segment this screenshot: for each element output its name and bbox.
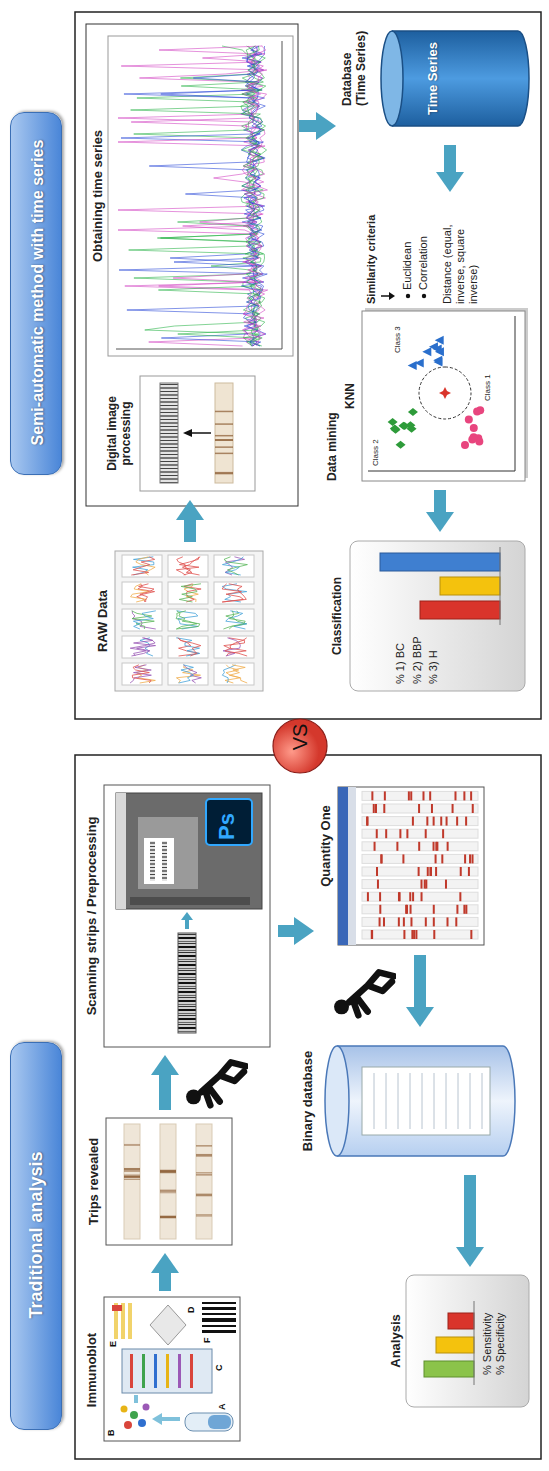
flow-arrow bbox=[299, 120, 316, 132]
class-label: Class 2 bbox=[372, 439, 381, 466]
process-panel: Obtaining time series bbox=[90, 31, 295, 361]
panel-heading: Obtaining time series bbox=[90, 31, 106, 361]
flow-arrow bbox=[444, 145, 456, 172]
panel-heading: Immunoblot bbox=[84, 1295, 100, 1445]
section-title-text: Traditional analysis bbox=[26, 1041, 48, 1429]
class-label: Class 1 bbox=[484, 374, 493, 401]
software-screenshot bbox=[338, 787, 484, 945]
time-series-plot bbox=[108, 36, 293, 356]
callout-letter: C bbox=[215, 1365, 225, 1372]
result-panel: Classification % 1) BC % 2) BBP % 3) H bbox=[330, 536, 530, 696]
section-title: Traditional analysis bbox=[10, 1042, 62, 1430]
immunoblot-illustration bbox=[104, 1297, 240, 1441]
panel-heading: Data mining bbox=[325, 331, 339, 481]
vs-circle: VS bbox=[272, 700, 328, 774]
method-label: KNN bbox=[343, 311, 357, 481]
software-logo: Ps bbox=[215, 813, 239, 840]
group-frame bbox=[86, 24, 298, 506]
criteria-item: Correlation bbox=[417, 196, 430, 290]
flow-arrow bbox=[159, 1075, 171, 1110]
criteria-item: Distance (equal, inverse, square inverse… bbox=[441, 198, 481, 304]
callout-letter: A bbox=[218, 1404, 228, 1411]
section-frame bbox=[75, 755, 541, 1459]
callout-letter: E bbox=[109, 1341, 119, 1347]
callout-letter: F bbox=[203, 1338, 213, 1344]
strips-illustration bbox=[106, 1118, 232, 1245]
section-title-text: Semi-automatic method with time series bbox=[28, 111, 47, 474]
class-label: Class 3 bbox=[394, 326, 403, 353]
section-title: Semi-automatic method with time series bbox=[10, 112, 62, 475]
criteria-heading: Similarity criteria bbox=[365, 196, 378, 304]
panel-heading: Scanning strips / Preprocessing bbox=[84, 781, 100, 1051]
panel-heading: Analysis bbox=[388, 1271, 404, 1411]
result-chart bbox=[406, 1275, 529, 1407]
process-panel: Quantity One bbox=[318, 781, 488, 951]
result-panel: Analysis % Sensitivity % Specificity bbox=[388, 1271, 533, 1411]
knn-scatter bbox=[362, 292, 528, 481]
panel-heading: Quantity One bbox=[318, 781, 334, 911]
flow-arrow bbox=[414, 955, 426, 1007]
operator-figure bbox=[334, 972, 394, 1015]
process-panel: RAW Data bbox=[95, 546, 267, 696]
vs-text: VS bbox=[288, 700, 312, 774]
panel-heading: Digital image processing bbox=[105, 371, 134, 496]
flow-arrow bbox=[159, 1273, 171, 1291]
flow-arrow bbox=[464, 1175, 476, 1247]
raw-data-thumbnails bbox=[115, 551, 263, 691]
process-panel: Digital image processing bbox=[105, 371, 260, 496]
data-mining-panel: Data mining KNN Similarity criteria Euclide… bbox=[325, 196, 530, 486]
section-frame bbox=[75, 12, 541, 719]
panel-heading: Database (Time Series) bbox=[340, 21, 369, 106]
cylinder-text: Time Series bbox=[425, 31, 441, 126]
process-panel: Trips revealed bbox=[86, 1114, 234, 1249]
class-list: % 1) BC % 2) BBP % 3) H bbox=[392, 633, 442, 684]
database-cylinder bbox=[325, 1046, 515, 1156]
scanning-illustration bbox=[104, 785, 270, 1047]
image-processing-illustration bbox=[140, 376, 255, 491]
flow-arrow bbox=[434, 490, 446, 512]
classification-chart bbox=[350, 541, 525, 691]
process-panel: Scanning strips / Preprocessing bbox=[84, 781, 274, 1051]
panel-heading: Trips revealed bbox=[86, 1114, 102, 1249]
flow-arrow bbox=[184, 520, 196, 542]
callout-letter: B bbox=[107, 1430, 117, 1437]
panel-heading: Binary database bbox=[300, 1031, 316, 1171]
database-cylinder bbox=[381, 31, 529, 126]
operator-figure bbox=[186, 1062, 246, 1105]
criteria-item: Euclidean bbox=[401, 196, 414, 290]
flow-arrow bbox=[278, 925, 294, 937]
metric-list: % Sensitivity % Specificity bbox=[481, 1303, 507, 1375]
database-panel: Binary database bbox=[300, 1031, 518, 1171]
database-panel: Database (Time Series) Time Series bbox=[340, 21, 532, 141]
callout-letter: D bbox=[187, 1307, 197, 1314]
panel-heading: RAW Data bbox=[95, 546, 111, 696]
panel-heading: Classification bbox=[330, 536, 344, 696]
